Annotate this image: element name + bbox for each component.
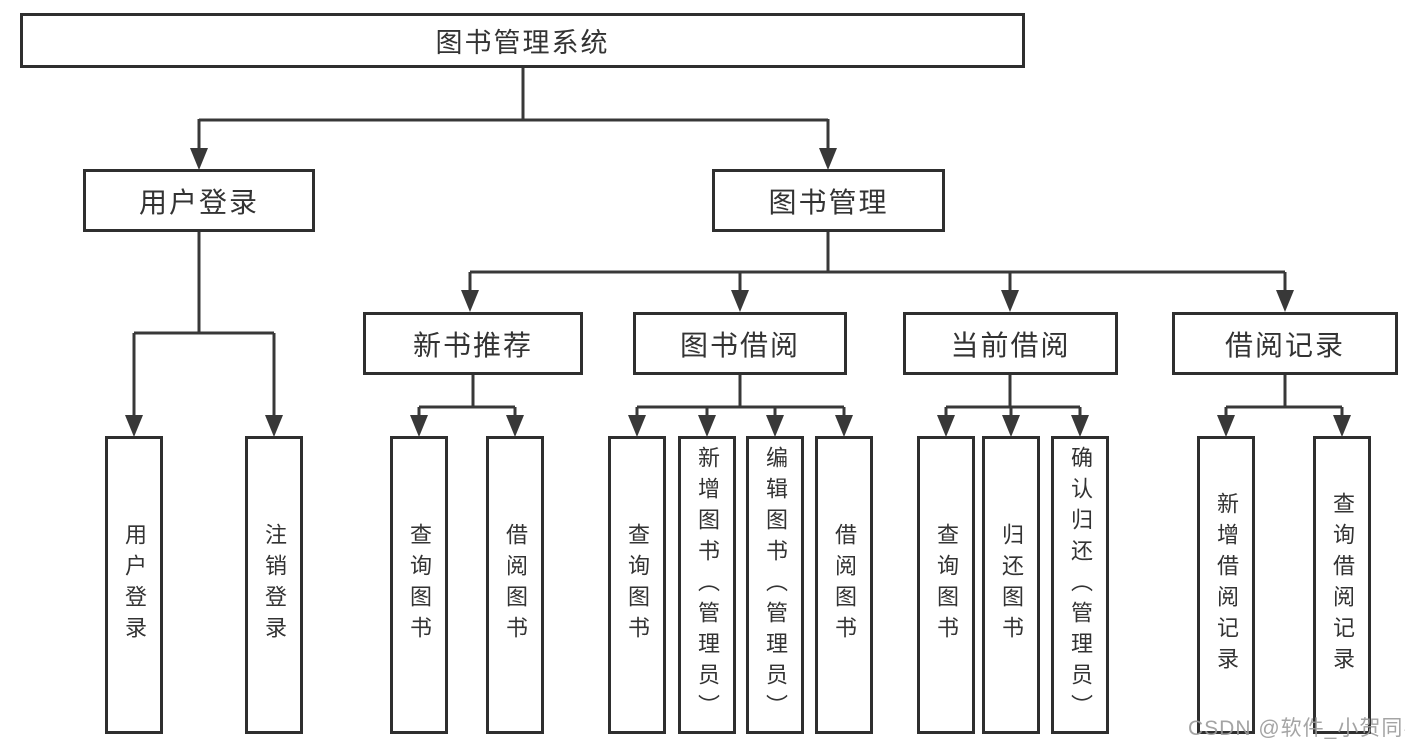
watermark: CSDN @软件_小贺同学 — [1188, 717, 1405, 740]
leaf-label: 借阅图书 — [503, 523, 528, 647]
leaf-label: 查询借阅记录 — [1330, 492, 1355, 678]
node-book-borrow: 图书借阅 — [633, 312, 847, 375]
leaf-label: 查询图书 — [625, 523, 650, 647]
leaf-label: 编辑图书（管理员） — [763, 445, 788, 725]
leaf-logout: 注销登录 — [245, 436, 303, 734]
leaf-label: 确认归还（管理员） — [1068, 445, 1093, 725]
leaf-query-books-current: 查询图书 — [917, 436, 975, 734]
leaf-confirm-return-admin: 确认归还（管理员） — [1051, 436, 1109, 734]
leaf-label: 查询图书 — [407, 523, 432, 647]
leaf-borrow-books-recommend: 借阅图书 — [486, 436, 544, 734]
leaf-borrow-books: 借阅图书 — [815, 436, 873, 734]
leaf-edit-book-admin: 编辑图书（管理员） — [746, 436, 804, 734]
node-current-borrow: 当前借阅 — [903, 312, 1118, 375]
node-user-login: 用户登录 — [83, 169, 315, 232]
leaf-add-borrow-record: 新增借阅记录 — [1197, 436, 1255, 734]
leaf-label: 归还图书 — [999, 523, 1024, 647]
leaf-label: 借阅图书 — [832, 523, 857, 647]
leaf-user-login: 用户登录 — [105, 436, 163, 734]
leaf-add-book-admin: 新增图书（管理员） — [678, 436, 736, 734]
node-book-management: 图书管理 — [712, 169, 945, 232]
leaf-label: 新增图书（管理员） — [695, 445, 720, 725]
node-borrow-records: 借阅记录 — [1172, 312, 1398, 375]
node-new-book-recommend: 新书推荐 — [363, 312, 583, 375]
leaf-query-books-recommend: 查询图书 — [390, 436, 448, 734]
node-root-system: 图书管理系统 — [20, 13, 1025, 68]
leaf-return-book: 归还图书 — [982, 436, 1040, 734]
leaf-query-books-borrow: 查询图书 — [608, 436, 666, 734]
leaf-label: 注销登录 — [262, 523, 287, 647]
leaf-query-borrow-record: 查询借阅记录 — [1313, 436, 1371, 734]
leaf-label: 新增借阅记录 — [1214, 492, 1239, 678]
leaf-label: 查询图书 — [934, 523, 959, 647]
leaf-label: 用户登录 — [122, 523, 147, 647]
